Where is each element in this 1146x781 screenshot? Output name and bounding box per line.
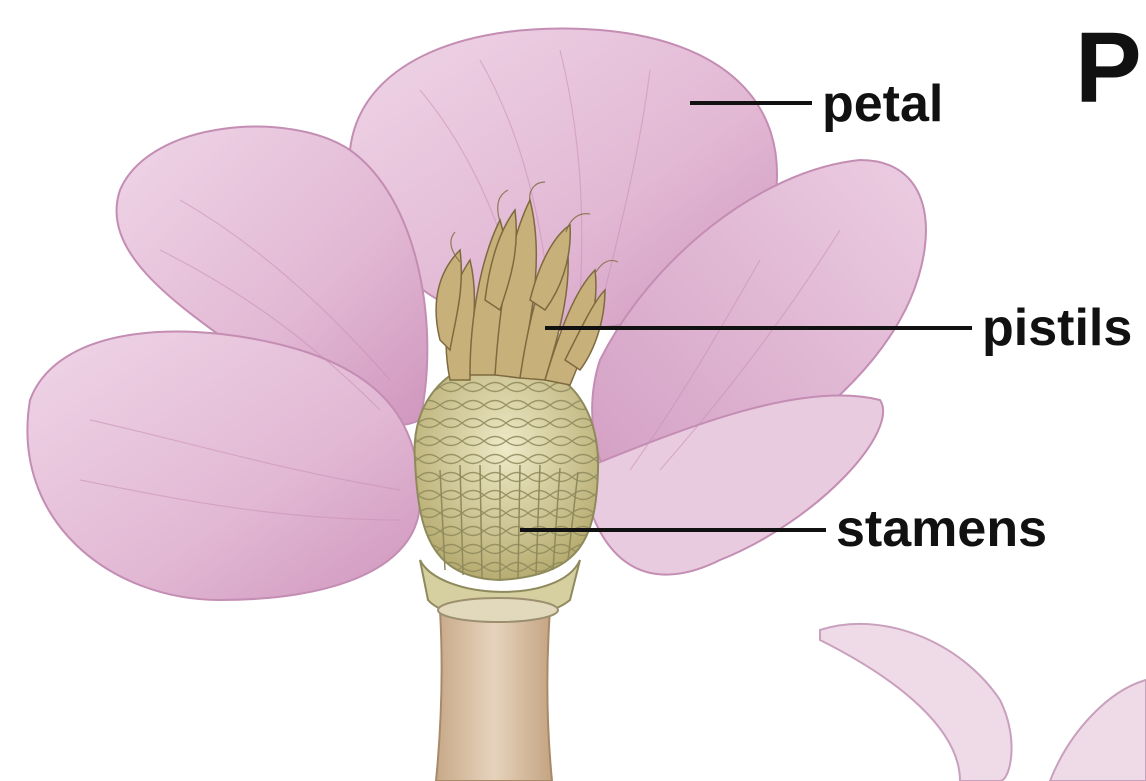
label-pistils: pistils bbox=[982, 302, 1132, 354]
bud-partial-2 bbox=[1050, 680, 1146, 781]
bud-partial bbox=[820, 624, 1012, 781]
heading-letter: P bbox=[1075, 18, 1142, 118]
stem bbox=[436, 610, 552, 781]
label-stamens: stamens bbox=[836, 503, 1047, 555]
label-petal: petal bbox=[822, 78, 943, 130]
